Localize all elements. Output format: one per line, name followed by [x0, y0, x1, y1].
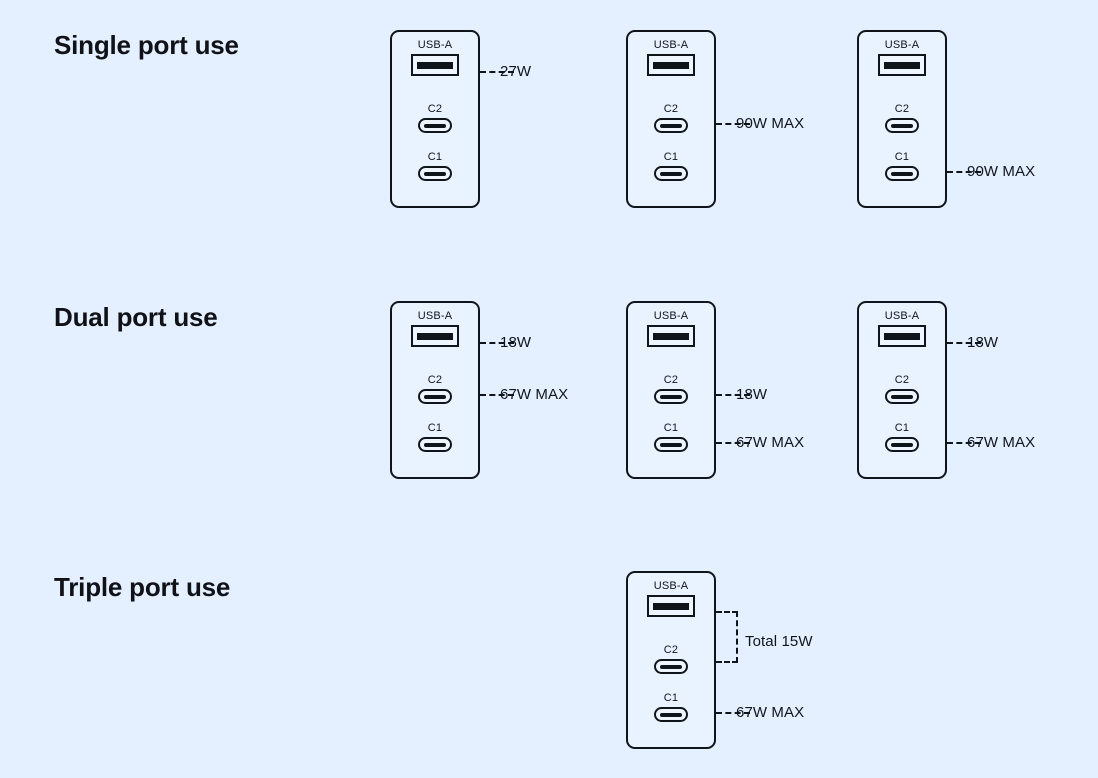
annotation-dual-2-c1: 67W MAX — [736, 434, 805, 451]
usb-c-bar — [660, 442, 682, 447]
annotation-triple-c1: 67W MAX — [736, 704, 805, 721]
usb-c-port-c1-icon — [654, 437, 688, 452]
usb-a-port-icon — [411, 325, 459, 347]
usb-c-port-c2-icon — [654, 659, 688, 674]
port-label-c2: C2 — [663, 103, 679, 115]
usb-c-port-c1-icon — [885, 166, 919, 181]
usb-a-port-icon — [878, 54, 926, 76]
usb-c-bar — [891, 123, 913, 128]
usb-a-bar — [417, 61, 453, 69]
annotation-dual-2-c2: 18W — [736, 386, 768, 403]
usb-c-bar — [660, 664, 682, 669]
usb-c-bar — [891, 171, 913, 176]
charger-device-single-2: USB-A C2 C1 — [626, 30, 716, 208]
port-label-usb-a: USB-A — [653, 580, 689, 592]
bracket-triple-usba-c2 — [716, 611, 738, 663]
port-label-c1: C1 — [427, 151, 443, 163]
usb-a-port-icon — [878, 325, 926, 347]
port-label-c1: C1 — [894, 151, 910, 163]
usb-c-bar — [891, 394, 913, 399]
usb-a-port-icon — [647, 54, 695, 76]
annotation-dual-1-c2: 67W MAX — [500, 386, 569, 403]
leader-line-dual-3-usba — [947, 342, 981, 344]
usb-c-bar — [424, 442, 446, 447]
port-label-c1: C1 — [663, 692, 679, 704]
port-label-usb-a: USB-A — [417, 310, 453, 322]
usb-a-bar — [653, 61, 689, 69]
usb-c-port-c2-icon — [654, 389, 688, 404]
port-label-usb-a: USB-A — [884, 39, 920, 51]
usb-c-bar — [660, 394, 682, 399]
usb-c-port-c1-icon — [654, 707, 688, 722]
usb-c-port-c1-icon — [885, 437, 919, 452]
port-label-c1: C1 — [894, 422, 910, 434]
leader-line-dual-2-c1 — [716, 442, 750, 444]
section-heading-dual-port: Dual port use — [54, 302, 218, 332]
usb-c-port-c1-icon — [418, 166, 452, 181]
usb-c-port-c1-icon — [418, 437, 452, 452]
port-label-usb-a: USB-A — [653, 39, 689, 51]
port-label-usb-a: USB-A — [417, 39, 453, 51]
annotation-dual-1-usba: 18W — [500, 334, 532, 351]
leader-line-dual-1-c2 — [480, 394, 514, 396]
charger-device-triple-1: USB-A C2 C1 — [626, 571, 716, 749]
port-label-c1: C1 — [427, 422, 443, 434]
usb-a-port-icon — [647, 325, 695, 347]
usb-c-port-c1-icon — [654, 166, 688, 181]
port-label-c1: C1 — [663, 422, 679, 434]
usb-c-bar — [424, 123, 446, 128]
section-heading-single-port: Single port use — [54, 30, 239, 60]
charger-device-single-1: USB-A C2 C1 — [390, 30, 480, 208]
annotation-triple-total: Total 15W — [745, 633, 813, 650]
section-heading-triple-port: Triple port use — [54, 572, 231, 602]
usb-a-bar — [884, 332, 920, 340]
leader-line-triple-c1 — [716, 712, 750, 714]
port-label-c2: C2 — [663, 644, 679, 656]
charger-device-single-3: USB-A C2 C1 — [857, 30, 947, 208]
usb-c-port-c2-icon — [885, 389, 919, 404]
port-label-c1: C1 — [663, 151, 679, 163]
charger-device-dual-3: USB-A C2 C1 — [857, 301, 947, 479]
usb-a-bar — [417, 332, 453, 340]
port-label-c2: C2 — [894, 103, 910, 115]
leader-line-dual-2-c2 — [716, 394, 750, 396]
annotation-single-2-c2: 90W MAX — [736, 115, 805, 132]
annotation-dual-3-c1: 67W MAX — [967, 434, 1036, 451]
leader-line-single-1-usba — [480, 71, 514, 73]
annotation-single-3-c1: 90W MAX — [967, 163, 1036, 180]
usb-a-bar — [653, 332, 689, 340]
usb-c-bar — [891, 442, 913, 447]
usb-c-port-c2-icon — [418, 389, 452, 404]
leader-line-dual-3-c1 — [947, 442, 981, 444]
usb-c-bar — [424, 394, 446, 399]
port-label-c2: C2 — [427, 374, 443, 386]
port-label-c2: C2 — [894, 374, 910, 386]
usb-a-bar — [884, 61, 920, 69]
usb-c-port-c2-icon — [885, 118, 919, 133]
port-label-c2: C2 — [427, 103, 443, 115]
usb-a-bar — [653, 602, 689, 610]
charger-device-dual-1: USB-A C2 C1 — [390, 301, 480, 479]
usb-a-port-icon — [647, 595, 695, 617]
leader-line-single-3-c1 — [947, 171, 981, 173]
port-label-c2: C2 — [663, 374, 679, 386]
usb-c-bar — [660, 171, 682, 176]
usb-c-port-c2-icon — [418, 118, 452, 133]
leader-line-single-2-c2 — [716, 123, 750, 125]
usb-c-bar — [660, 123, 682, 128]
usb-c-bar — [424, 171, 446, 176]
usb-a-port-icon — [411, 54, 459, 76]
charger-device-dual-2: USB-A C2 C1 — [626, 301, 716, 479]
usb-c-port-c2-icon — [654, 118, 688, 133]
usb-c-bar — [660, 712, 682, 717]
annotation-single-1-usba: 27W — [500, 63, 532, 80]
leader-line-dual-1-usba — [480, 342, 514, 344]
annotation-dual-3-usba: 18W — [967, 334, 999, 351]
port-label-usb-a: USB-A — [653, 310, 689, 322]
port-label-usb-a: USB-A — [884, 310, 920, 322]
